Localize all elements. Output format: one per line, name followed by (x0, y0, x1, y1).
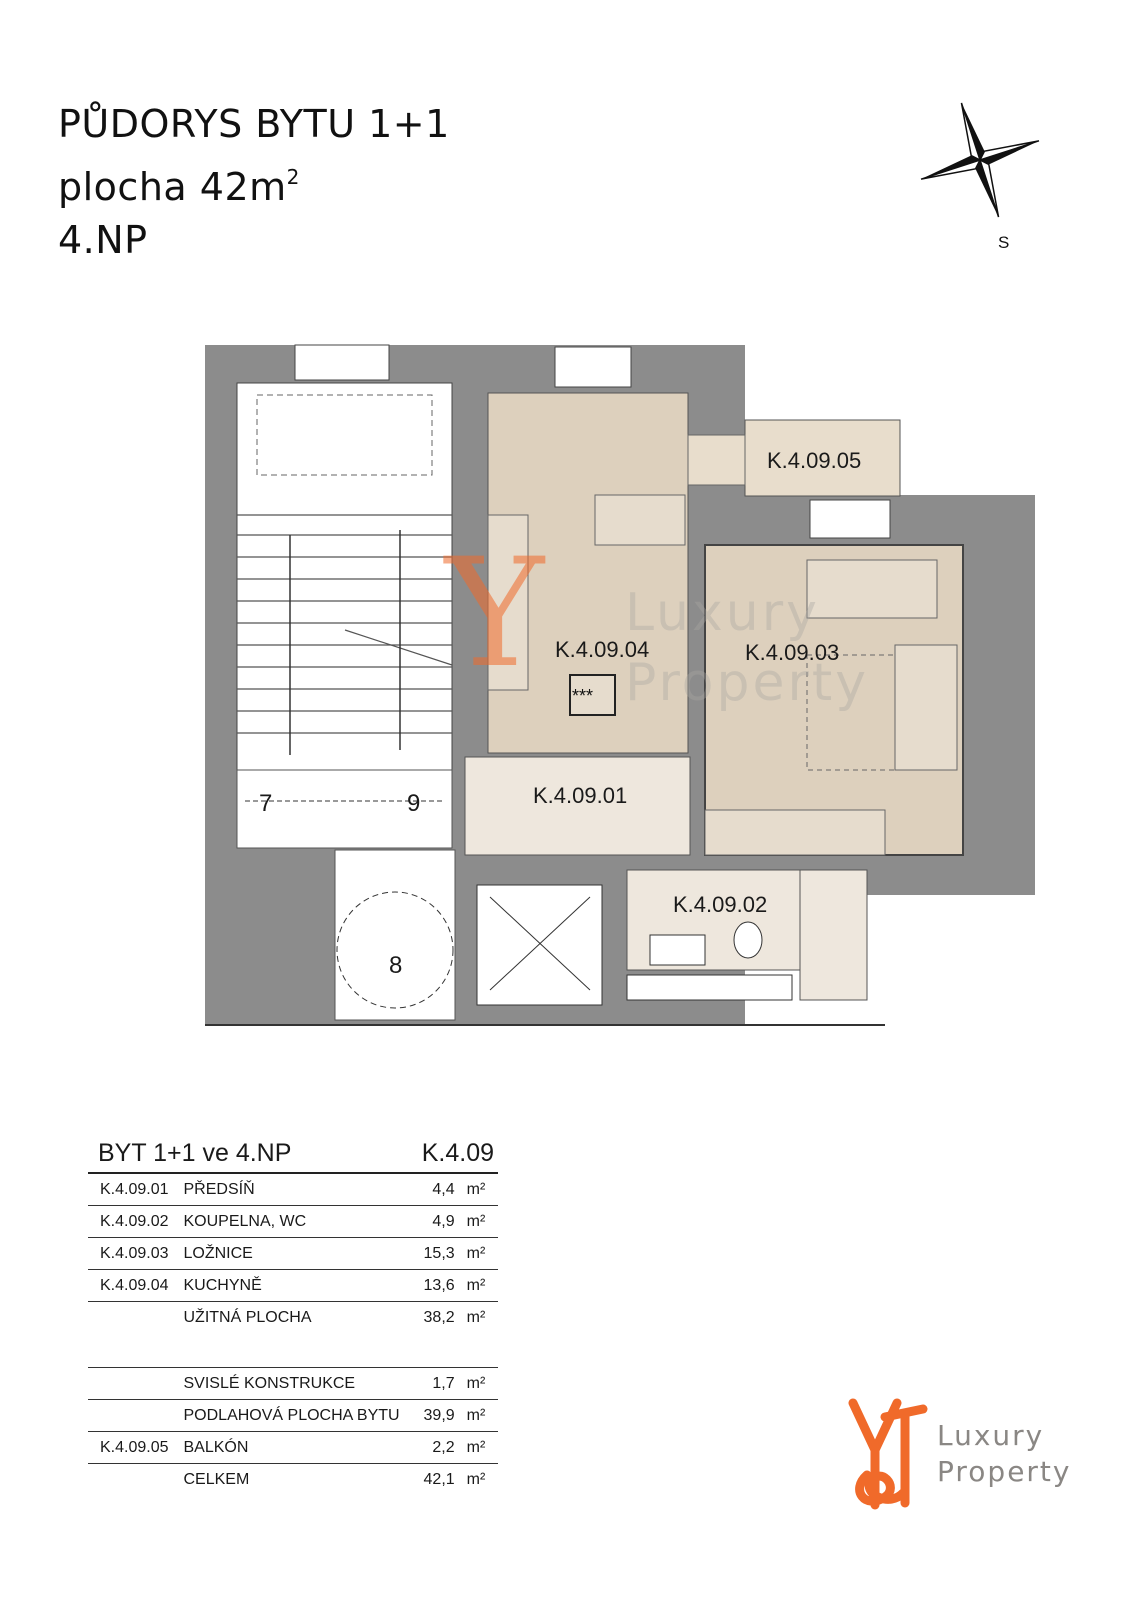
stair-number-9: 9 (407, 790, 420, 817)
room-label-bathroom: K.4.09.02 (673, 892, 767, 917)
table-row: K.4.09.04 KUCHYNĚ 13,6 m² (88, 1269, 498, 1302)
stair-landing-top (256, 394, 433, 476)
floor-plan: 7 9 8 *** Y Luxury Property K.4.09.05 K.… (205, 344, 1035, 1026)
turning-circle (336, 891, 454, 1009)
room-label-kitchen: K.4.09.04 (555, 637, 649, 662)
watermark-logo-mark: Y (443, 527, 546, 701)
shower (799, 869, 868, 1001)
room-label-bedroom: K.4.09.03 (745, 640, 839, 665)
table-row: K.4.09.03 LOŽNICE 15,3 m² (88, 1237, 498, 1270)
shaft-cross (489, 896, 591, 991)
table-row: K.4.09.01 PŘEDSÍŇ 4,4 m² (88, 1173, 498, 1206)
table-row: PODLAHOVÁ PLOCHA BYTU 39,9 m² (88, 1399, 498, 1432)
watermark-line1: Luxury (625, 583, 820, 643)
heading-area: plocha 42m2 (58, 165, 300, 209)
logo-text-line1: Luxury (937, 1419, 1044, 1452)
elevator-hall (334, 849, 456, 1021)
logo-mark-icon (848, 1398, 928, 1510)
window (809, 499, 891, 539)
area-table-header: BYT 1+1 ve 4.NP K.4.09 (88, 1133, 498, 1174)
bed (806, 654, 938, 771)
table-row-total: CELKEM 42,1 m² (183, 1470, 486, 1488)
table-title: BYT 1+1 ve 4.NP (88, 1133, 404, 1174)
window (294, 344, 390, 381)
area-table: BYT 1+1 ve 4.NP K.4.09 K.4.09.01 PŘEDSÍŇ… (88, 1133, 498, 1495)
kitchen-counter (487, 514, 529, 691)
plan-heading: PŮDORYS BYTU 1+1 plocha 42m2 4.NP (58, 98, 450, 267)
watermark-line2: Property (625, 653, 869, 713)
stair-steps (237, 514, 453, 734)
washbasin (649, 934, 706, 966)
range-hood (569, 674, 616, 716)
toilet (733, 921, 763, 959)
wall-strip-east (1025, 495, 1035, 895)
room-hall (464, 756, 691, 856)
company-logo: Luxury Property (848, 1398, 1071, 1510)
heading-floor: 4.NP (58, 218, 148, 262)
compass-rose-icon: S (920, 102, 1040, 252)
balcony-passage (687, 434, 746, 486)
heading-title: PŮDORYS BYTU 1+1 (58, 102, 450, 146)
logo-text-line2: Property (937, 1455, 1071, 1488)
table-spacer (88, 1333, 498, 1368)
table-row: K.4.09.02 KOUPELNA, WC 4,9 m² (88, 1205, 498, 1238)
room-label-hall: K.4.09.01 (533, 783, 627, 808)
room-label-balcony: K.4.09.05 (767, 448, 861, 473)
table-row: K.4.09.05 BALKÓN 2,2 m² (88, 1431, 498, 1464)
table-row: SVISLÉ KONSTRUKCE 1,7 m² (88, 1367, 498, 1400)
wardrobe (704, 809, 886, 856)
table-row-subtotal: UŽITNÁ PLOCHA 38,2 m² (183, 1308, 486, 1326)
range-symbol: *** (572, 686, 593, 706)
sofa (894, 644, 958, 771)
table-unit-code: K.4.09 (403, 1133, 498, 1174)
window (554, 346, 632, 388)
stair-number-8: 8 (389, 952, 402, 979)
compass-label: S (998, 233, 1009, 252)
dining-table (594, 494, 686, 546)
stair-landing-bottom (236, 769, 453, 849)
watermark: Y Luxury Property (443, 527, 869, 713)
bath-tub (626, 974, 793, 1001)
bedroom-desk (806, 559, 938, 619)
room-balcony (744, 419, 901, 497)
stair-number-7: 7 (259, 790, 272, 817)
